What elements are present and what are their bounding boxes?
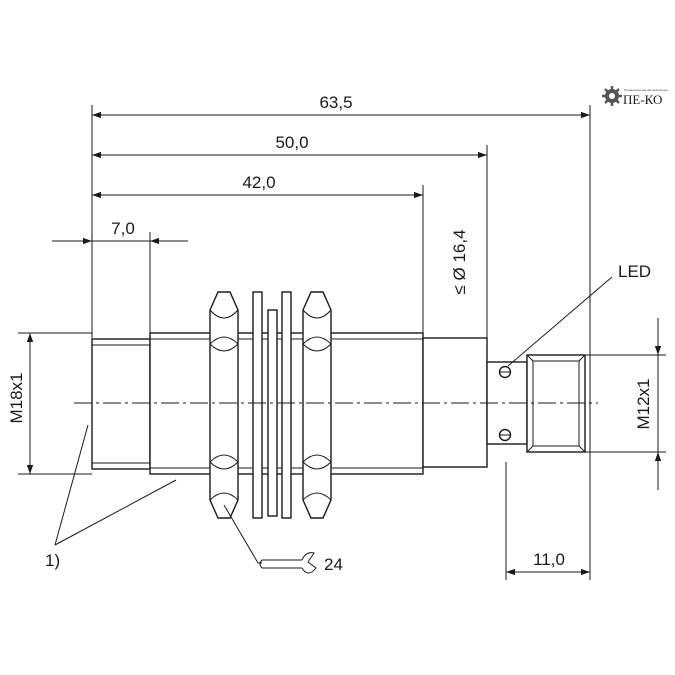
dim-sensing-face: 7,0 [111, 219, 135, 238]
dim-connector-length: 11,0 [533, 550, 565, 569]
wrench-icon [259, 552, 317, 574]
left-nut [209, 291, 239, 519]
label-note: 1) [45, 551, 60, 570]
label-connector-thread: M12x1 [634, 378, 653, 429]
gear-icon [602, 86, 622, 106]
company-logo: Промышленная автоматизация ПЕ-КО [602, 86, 668, 107]
dim-length-to-connector: 50,0 [275, 133, 308, 152]
label-body-thread: M18x1 [7, 372, 26, 423]
dim-connector-diameter: ≤ Ø 16,4 [450, 229, 469, 294]
right-nut [302, 291, 332, 519]
dim-overall-length: 63,5 [319, 93, 352, 112]
label-wrench-size: 24 [324, 555, 343, 574]
leader-lines [54, 276, 613, 564]
dim-thread-length: 42,0 [242, 173, 275, 192]
logo-name: ПЕ-КО [623, 92, 662, 107]
label-led: LED [618, 262, 651, 281]
sensing-face [91, 338, 151, 470]
led-leader [507, 276, 613, 367]
washers [252, 291, 292, 519]
note-leader-b [54, 479, 177, 546]
logo-tagline: Промышленная автоматизация [624, 88, 668, 92]
led-indicator [498, 365, 512, 442]
note-leader-a [54, 424, 89, 546]
